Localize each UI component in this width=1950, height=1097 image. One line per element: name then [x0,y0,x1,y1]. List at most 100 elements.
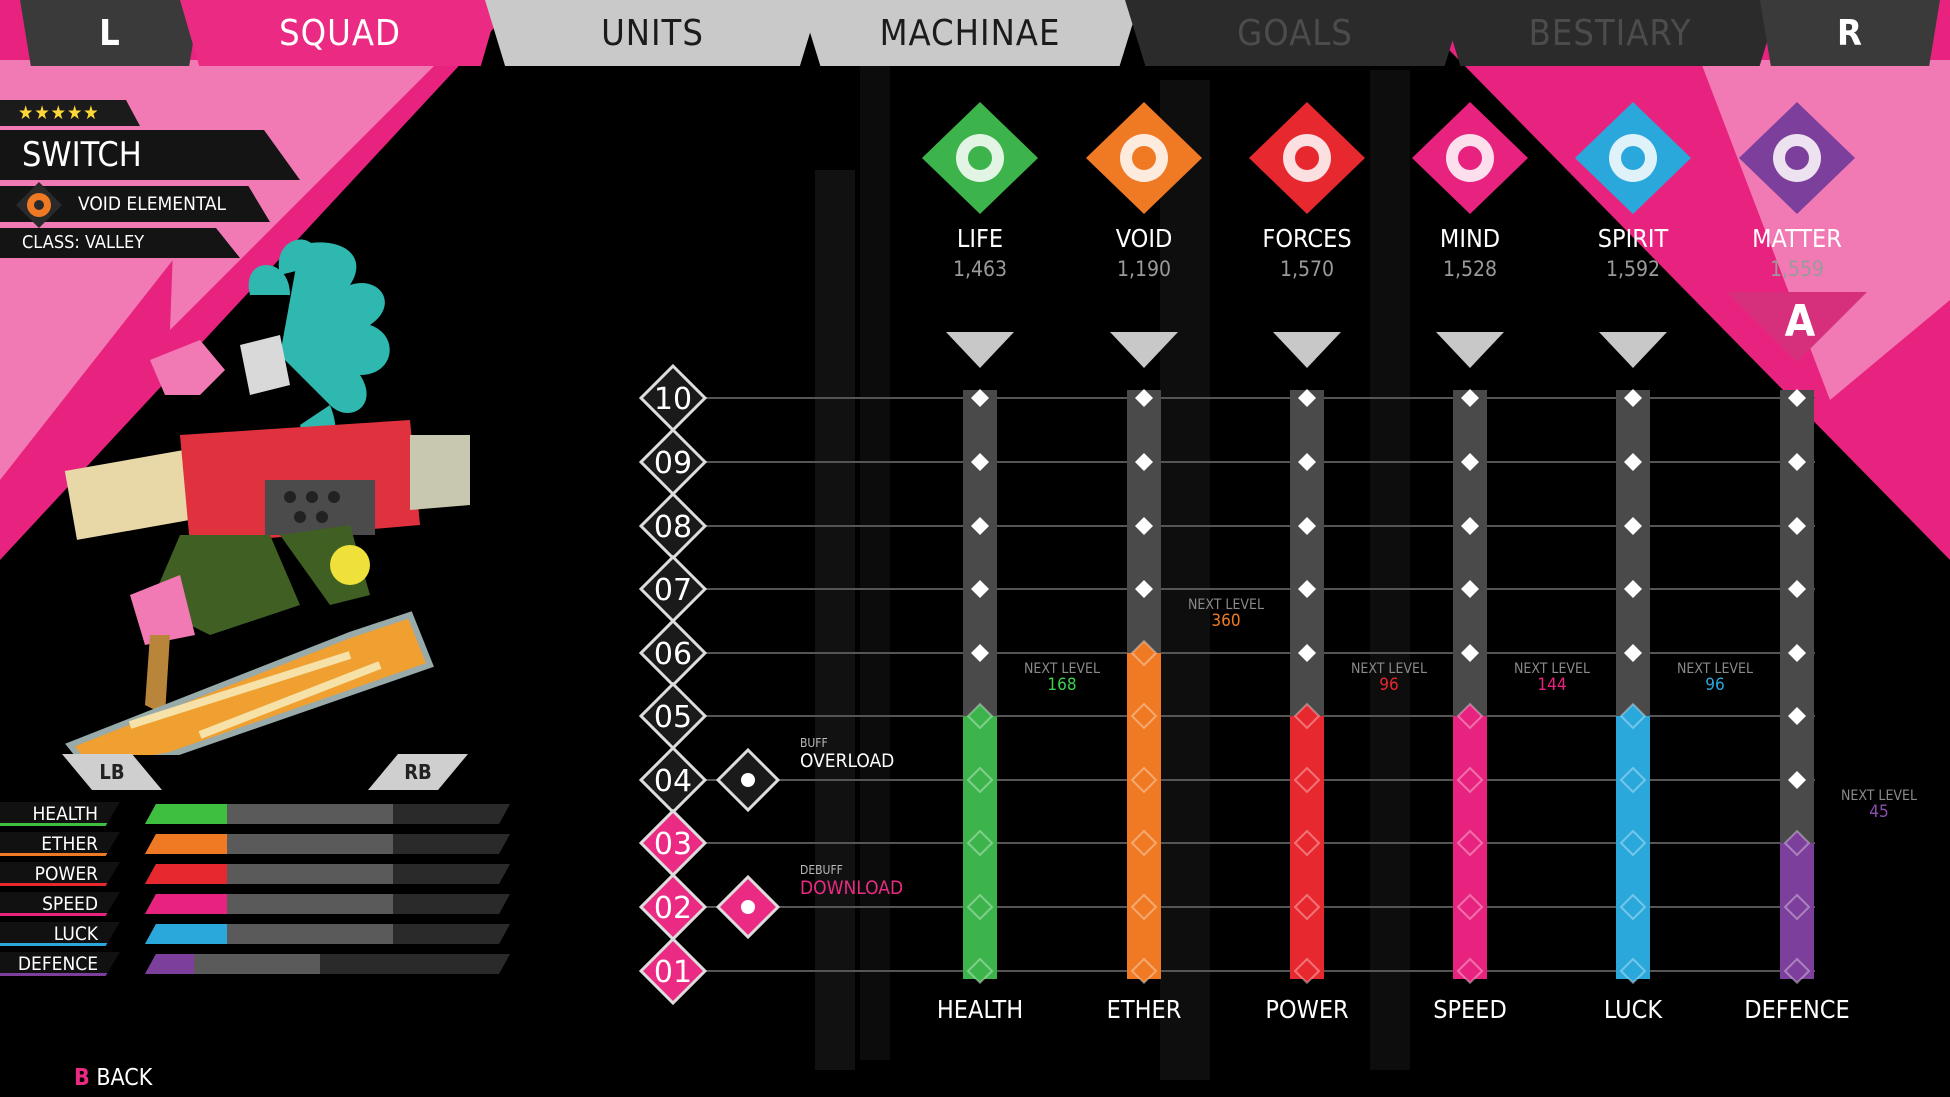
level-node [1456,893,1484,921]
level-node [1624,453,1642,471]
modifier-name-overload: OVERLOAD [800,750,895,772]
level-node [1624,644,1642,662]
stat-label-luck: LUCK [0,922,120,946]
level-node [1788,580,1806,598]
column-pointer [1273,332,1341,368]
level-node [971,580,989,598]
level-marker-01 [638,936,708,1006]
stat-label-ether: ETHER [0,832,120,856]
stat-bar-fill [145,924,228,944]
column-label-speed: SPEED [1433,995,1507,1024]
level-node [1293,893,1321,921]
column-label-health: HEALTH [936,995,1024,1024]
column-pointer [1110,332,1178,368]
level-node [1130,766,1158,794]
level-node [1461,644,1479,662]
next-level-label: NEXT LEVEL [1023,660,1100,677]
column-pointer [1436,332,1504,368]
stat-bar-power [145,864,510,884]
level-node [1456,829,1484,857]
tab-left-key[interactable]: L [20,0,200,66]
level-node [1135,453,1153,471]
level-node [1456,702,1484,730]
level-number: 10 [654,382,692,417]
element-name: LIFE [956,224,1004,253]
mind-spiral-icon [1412,102,1528,214]
void-swirl-icon [16,182,62,228]
stat-bar-fill [145,894,228,914]
tab-machinae[interactable]: MACHINAE [800,0,1140,66]
level-node [1624,580,1642,598]
level-node [1788,517,1806,535]
level-node [971,389,989,407]
rarity-stars: ★★★★★ [0,100,140,126]
element-name: VOID [1115,224,1173,253]
level-node [966,829,994,857]
level-node [1130,702,1158,730]
element-value: 1,592 [1605,257,1661,281]
character-portrait [64,239,470,755]
level-node [966,702,994,730]
stat-label-defence: DEFENCE [0,952,120,976]
spirit-swirl-icon [1575,102,1691,214]
character-element-label: VOID ELEMENTAL [78,193,227,215]
tab-bestiary[interactable]: BESTIARY [1440,0,1780,66]
next-level-label: NEXT LEVEL [1513,660,1590,677]
level-node [1135,580,1153,598]
next-level-label: NEXT LEVEL [1350,660,1427,677]
back-button[interactable]: B BACK [74,1065,152,1091]
modifier-name-download: DOWNLOAD [800,877,904,899]
stat-bar-ether [145,834,510,854]
level-node [1130,639,1158,667]
level-node [1461,517,1479,535]
level-number: 09 [654,446,692,481]
life-leaf-icon [922,102,1038,214]
level-node [966,893,994,921]
back-label: BACK [96,1065,153,1091]
level-node [1619,957,1647,985]
column-label-defence: DEFENCE [1744,995,1850,1024]
level-number: 02 [654,891,692,926]
tab-squad[interactable]: SQUAD [180,0,500,66]
grade-badge: A [1784,296,1816,347]
level-node [1788,707,1806,725]
column-pointer [946,332,1014,368]
stat-bar-speed [145,894,510,914]
next-level-value: 96 [1379,674,1399,695]
next-level-value: 96 [1705,674,1725,695]
level-node [1293,702,1321,730]
next-level-label: NEXT LEVEL [1187,597,1264,613]
b-key: B [74,1065,90,1091]
level-node [1130,829,1158,857]
tab-units[interactable]: UNITS [485,0,820,66]
level-node [1461,580,1479,598]
level-node [1619,829,1647,857]
stat-label-speed: SPEED [0,892,120,916]
next-level-value: 144 [1537,674,1567,695]
stat-bar-fill [145,804,228,824]
stat-label-health: HEALTH [0,802,120,826]
stat-bar-fill [145,954,195,974]
element-name: MATTER [1752,224,1842,253]
modifier-type: DEBUFF [800,863,843,877]
level-node [1788,389,1806,407]
stat-bar-luck [145,924,510,944]
level-node [1619,893,1647,921]
tab-goals[interactable]: GOALS [1125,0,1465,66]
level-node [971,453,989,471]
level-node [971,644,989,662]
level-node [1783,893,1811,921]
next-level-value: 45 [1869,801,1889,822]
column-pointer [1599,332,1667,368]
tab-right-key[interactable]: R [1760,0,1940,66]
matter-crystal-icon [1739,102,1855,214]
